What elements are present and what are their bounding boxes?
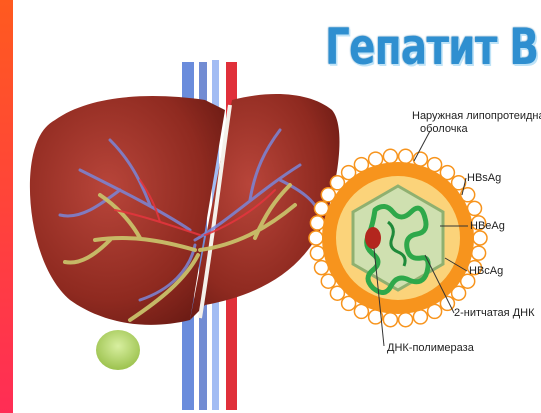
label-hbeag: HBeAg [470, 220, 505, 233]
label-hbcag: HBcAg [469, 265, 503, 278]
label-hbsag: HBsAg [467, 172, 501, 185]
envelope-bead [310, 216, 324, 230]
gallbladder-shape [96, 330, 140, 370]
label-dna: 2-нитчатая ДНК [454, 307, 535, 320]
polymerase-blob [365, 227, 381, 249]
envelope-bead [413, 310, 427, 324]
label-envelope-line1: Наружная липопротеидная [412, 110, 541, 123]
envelope-bead [310, 246, 324, 260]
label-polymerase: ДНК-полимераза [387, 342, 474, 355]
liver-illustration [30, 60, 340, 410]
envelope-bead [399, 313, 413, 327]
envelope-bead [399, 149, 413, 163]
envelope-bead [383, 149, 397, 163]
envelope-bead [473, 231, 487, 245]
envelope-bead [309, 231, 323, 245]
envelope-bead [383, 313, 397, 327]
virus-particle [309, 149, 487, 326]
label-envelope-line2: оболочка [420, 123, 468, 136]
envelope-bead [369, 152, 383, 166]
envelope-bead [472, 246, 486, 260]
